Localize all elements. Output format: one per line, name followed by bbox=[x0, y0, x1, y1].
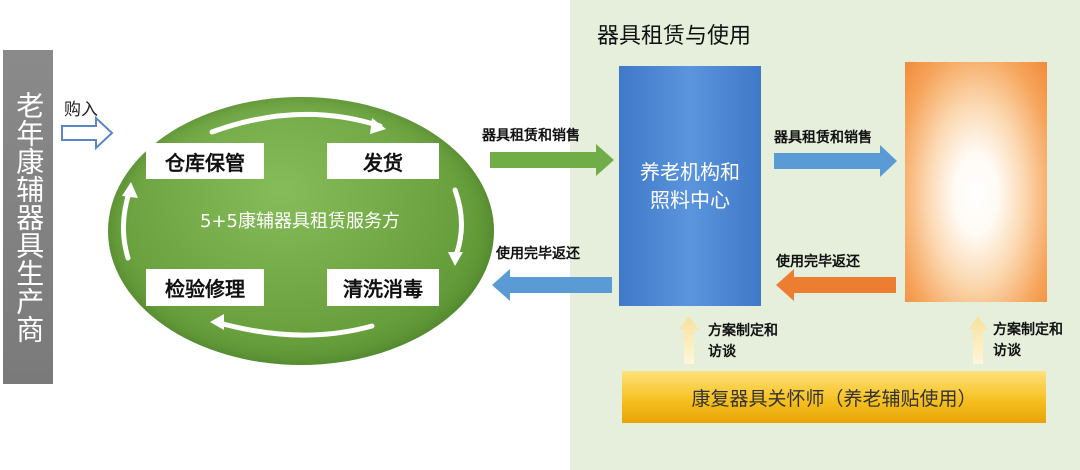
service-provider-ellipse bbox=[108, 97, 494, 365]
care-advisor-bar: 康复器具关怀师（养老辅贴使用） bbox=[622, 371, 1046, 423]
shipping-box: 发货 bbox=[327, 143, 439, 179]
panel-title: 器具租赁与使用 bbox=[597, 24, 752, 49]
purchase-label: 购入 bbox=[64, 100, 98, 120]
plan-label-right: 方案制定和 访谈 bbox=[993, 322, 1063, 359]
purchase-arrow bbox=[61, 115, 114, 151]
cleaning-box: 清洗消毒 bbox=[327, 269, 439, 306]
plan-arrow-left bbox=[679, 316, 699, 364]
care-center-box: 养老机构和 照料中心 bbox=[619, 66, 761, 306]
storage-box: 仓库保管 bbox=[146, 143, 264, 179]
left-return-label: 使用完毕返还 bbox=[496, 246, 580, 262]
manufacturer-box: 老年康辅器具生产商 bbox=[3, 50, 53, 384]
user-box bbox=[905, 62, 1047, 302]
right-return-label: 使用完毕返还 bbox=[776, 254, 860, 270]
cycle-arrow-left bbox=[120, 187, 133, 261]
orange-return-arrow bbox=[776, 269, 896, 301]
inspection-box: 检验修理 bbox=[146, 269, 264, 306]
blue-return-arrow bbox=[492, 269, 612, 301]
cycle-arrow-top bbox=[209, 111, 383, 135]
left-forward-label: 器具租赁和销售 bbox=[482, 128, 580, 144]
service-provider-title: 5+5康辅器具租赁服务方 bbox=[200, 211, 400, 232]
green-forward-arrow bbox=[490, 144, 614, 176]
plan-label-left: 方案制定和 访谈 bbox=[708, 323, 778, 360]
blue-forward-arrow bbox=[774, 145, 897, 177]
cycle-arrow-right bbox=[452, 187, 464, 261]
plan-arrow-right bbox=[968, 316, 988, 364]
right-forward-label: 器具租赁和销售 bbox=[774, 130, 872, 146]
cycle-arrow-bottom bbox=[213, 319, 375, 338]
